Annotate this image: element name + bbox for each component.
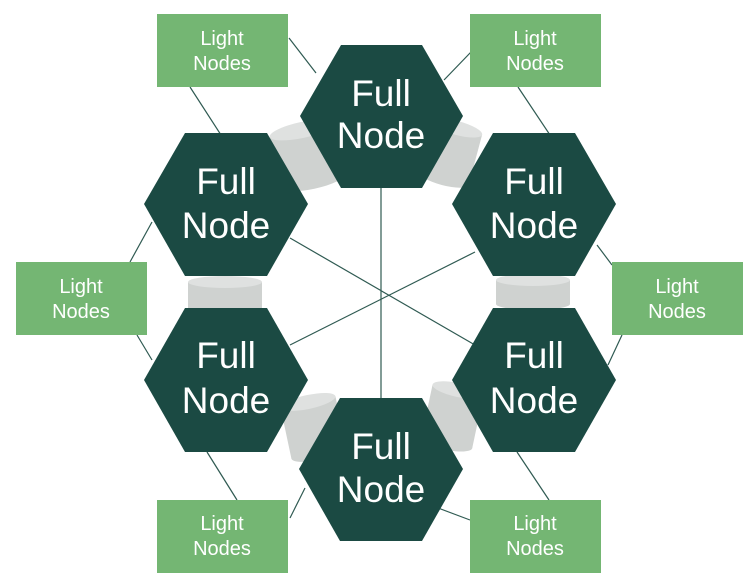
database-icon bbox=[496, 274, 570, 310]
full-node-label: Node bbox=[490, 380, 578, 421]
light-node-label: Nodes bbox=[506, 53, 564, 75]
light-node-label: Light bbox=[655, 276, 699, 298]
connector-line bbox=[289, 487, 306, 519]
full-node-label: Full bbox=[351, 426, 411, 467]
light-node-label: Light bbox=[513, 513, 557, 535]
full-node-bottom: Full Node bbox=[299, 398, 463, 541]
light-node-label: Nodes bbox=[506, 538, 564, 560]
connector-line bbox=[437, 507, 471, 521]
light-node-label: Light bbox=[513, 28, 557, 50]
light-node-label: Nodes bbox=[193, 538, 251, 560]
connector-line bbox=[206, 451, 238, 501]
light-node-label: Light bbox=[59, 276, 103, 298]
light-node-label: Light bbox=[200, 513, 244, 535]
light-node-top-right: Light Nodes bbox=[470, 14, 601, 87]
light-node-label: Light bbox=[200, 28, 244, 50]
light-node-label: Nodes bbox=[648, 301, 706, 323]
connector-line bbox=[596, 244, 613, 266]
full-node-label: Node bbox=[337, 469, 425, 510]
full-node-upper-right: Full Node bbox=[452, 133, 616, 276]
connector-line bbox=[136, 334, 153, 361]
full-node-label: Full bbox=[504, 335, 564, 376]
full-node-lower-right: Full Node bbox=[452, 308, 616, 452]
light-node-top-left: Light Nodes bbox=[157, 14, 288, 87]
full-node-label: Node bbox=[182, 205, 270, 246]
connector-line bbox=[189, 86, 222, 136]
full-node-label: Full bbox=[504, 161, 564, 202]
full-node-label: Node bbox=[182, 380, 270, 421]
connector-line bbox=[129, 221, 153, 263]
spoke-line bbox=[289, 251, 476, 346]
connector-line bbox=[517, 86, 551, 136]
light-node-bottom-right: Light Nodes bbox=[470, 500, 601, 573]
light-nodes: Light Nodes Light Nodes Light Nodes Ligh… bbox=[16, 14, 743, 573]
full-node-label: Full bbox=[196, 161, 256, 202]
light-node-connectors bbox=[129, 37, 623, 521]
full-node-label: Node bbox=[490, 205, 578, 246]
full-node-lower-left: Full Node bbox=[144, 308, 308, 452]
connector-line bbox=[288, 37, 317, 74]
spoke-line bbox=[289, 237, 476, 346]
full-node-label: Full bbox=[351, 73, 411, 114]
light-node-label: Nodes bbox=[52, 301, 110, 323]
full-node-label: Node bbox=[337, 115, 425, 156]
connector-line bbox=[443, 51, 472, 81]
light-node-label: Nodes bbox=[193, 53, 251, 75]
full-nodes: Full Node Full Node Full Node Full Node … bbox=[144, 45, 616, 541]
light-node-bottom-left: Light Nodes bbox=[157, 500, 288, 573]
light-node-middle-right: Light Nodes bbox=[612, 262, 743, 335]
light-node-middle-left: Light Nodes bbox=[16, 262, 147, 335]
full-node-top: Full Node bbox=[300, 45, 463, 188]
connector-line bbox=[607, 334, 623, 366]
connector-line bbox=[516, 451, 550, 501]
full-node-upper-left: Full Node bbox=[144, 133, 308, 276]
full-node-label: Full bbox=[196, 335, 256, 376]
central-links bbox=[289, 187, 476, 402]
